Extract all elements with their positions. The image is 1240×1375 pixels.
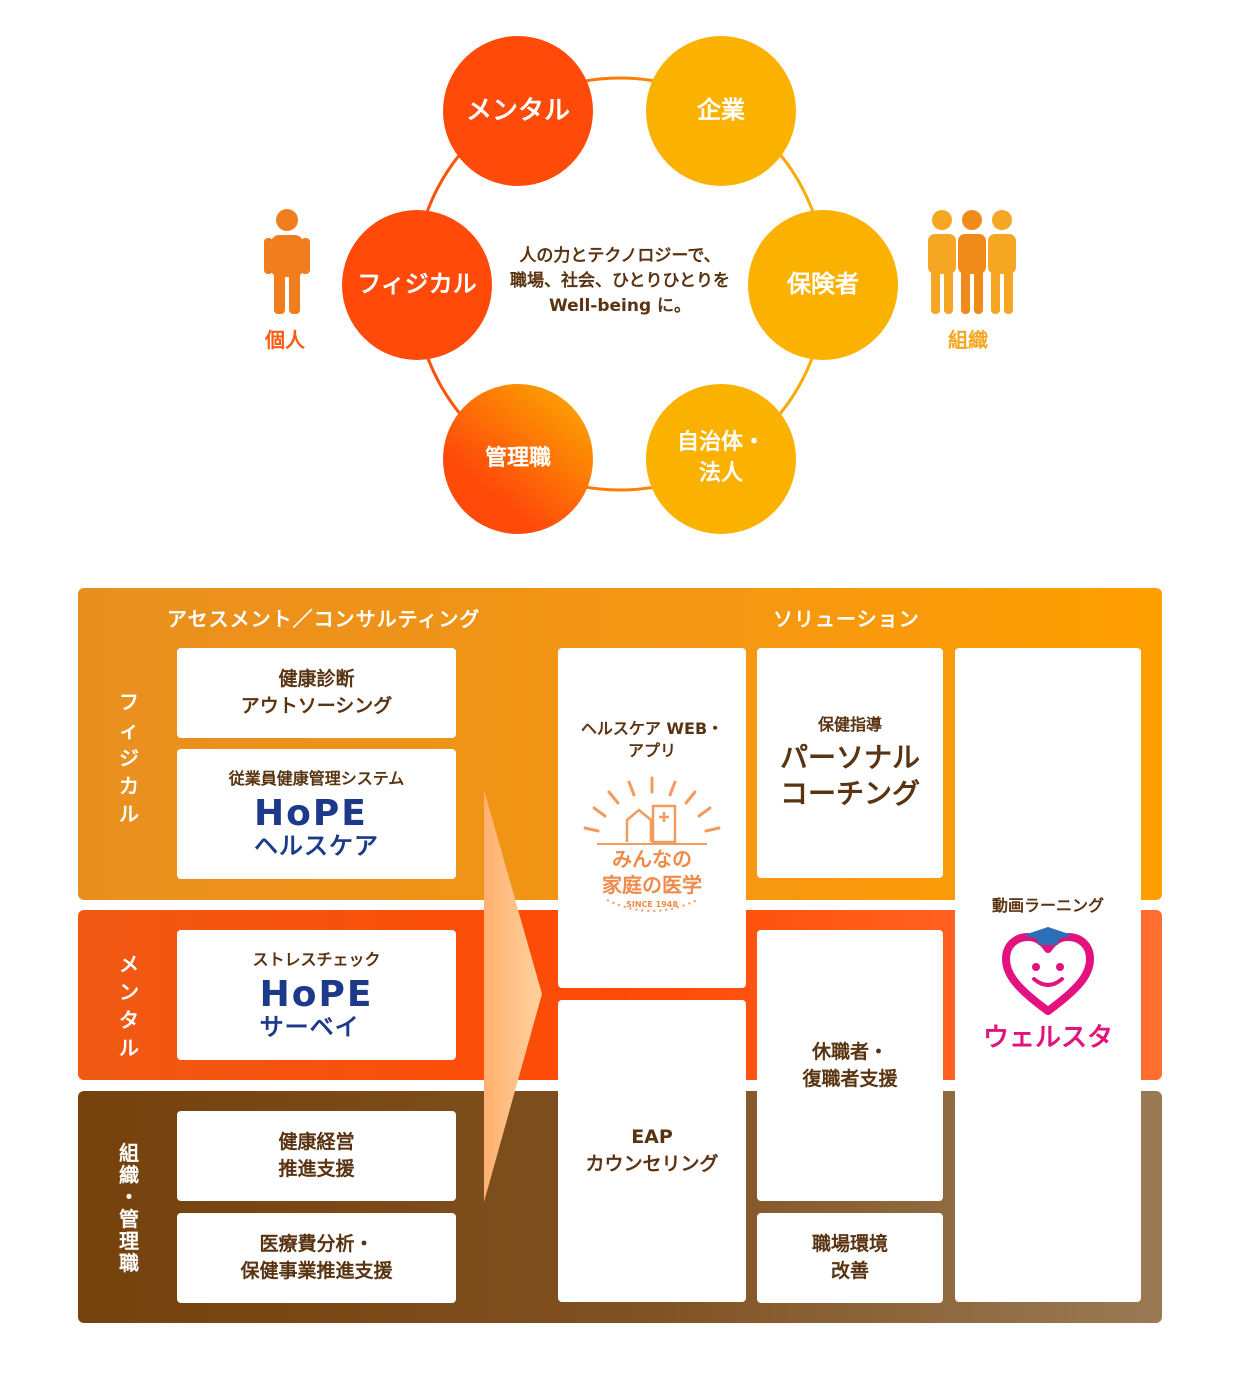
box-medical-cost[interactable]: 医療費分析・ 保健事業推進支援: [177, 1213, 456, 1303]
health-check-text: 健康診断 アウトソーシング: [240, 668, 393, 717]
hope-system-caption: 従業員健康管理システム: [228, 769, 405, 788]
box-health-check[interactable]: 健康診断 アウトソーシング: [177, 648, 456, 738]
box-health-management[interactable]: 健康経営 推進支援: [177, 1111, 456, 1201]
hope-logo-text: HoPE: [254, 793, 368, 834]
tagline: 人の力とテクノロジーで、 職場、社会、ひとりひとりを Well-being に。: [510, 246, 730, 316]
box-video-learning[interactable]: 動画ラーニング ウェルスタ: [955, 648, 1141, 1302]
box-leave-support[interactable]: 休職者・ 復職者支援: [757, 930, 943, 1201]
person-icon: [264, 209, 310, 314]
row-label-mental: メンタル: [119, 952, 139, 1060]
circle-mental: メンタル: [443, 36, 593, 186]
hope-healthcare-text: ヘルスケア: [254, 832, 379, 860]
personal-coaching-text: パーソナル コーチング: [779, 741, 920, 810]
hope-survey-logo: HoPE サーベイ: [259, 974, 374, 1042]
minna-logo: みんなの 家庭の医学 SINCE 1948: [577, 772, 727, 922]
wellsta-heart-icon: [1002, 927, 1094, 1015]
circle-physical: フィジカル: [342, 210, 492, 360]
circle-municipality: 自治体・ 法人: [646, 384, 796, 534]
medical-cost-text: 医療費分析・ 保健事業推進支援: [240, 1233, 393, 1282]
box-workplace[interactable]: 職場環境 改善: [757, 1213, 943, 1303]
circle-manager: 管理職: [443, 384, 593, 534]
guidance-caption: 保健指導: [817, 715, 882, 734]
web-app-caption: ヘルスケア WEB・ アプリ: [580, 719, 724, 760]
minna-logo-text: みんなの 家庭の医学: [602, 847, 702, 897]
box-web-app[interactable]: ヘルスケア WEB・ アプリ: [558, 648, 746, 988]
header-solution: ソリューション: [773, 607, 920, 631]
group-icon: [928, 210, 1016, 314]
hope-logo-text-2: HoPE: [259, 974, 374, 1015]
circle-company-label: 企業: [697, 96, 745, 125]
circle-mental-label: メンタル: [465, 95, 570, 126]
box-personal-coaching[interactable]: 保健指導 パーソナル コーチング: [757, 648, 943, 878]
row-label-physical: フィジカル: [119, 690, 139, 826]
individual-label: 個人: [265, 328, 305, 352]
circle-company: 企業: [646, 36, 796, 186]
stress-caption: ストレスチェック: [252, 950, 381, 969]
wellsta-logo-text: ウェルスタ: [982, 1023, 1113, 1053]
circle-insurer: 保険者: [748, 210, 898, 360]
circle-physical-label: フィジカル: [357, 270, 477, 299]
box-eap[interactable]: EAP カウンセリング: [558, 1000, 746, 1302]
box-hope-healthcare[interactable]: 従業員健康管理システム HoPE ヘルスケア: [177, 749, 456, 879]
minna-since: SINCE 1948: [626, 900, 678, 909]
organization-label: 組織: [948, 328, 988, 352]
header-assessment: アセスメント／コンサルティング: [167, 607, 481, 631]
circle-insurer-label: 保険者: [787, 270, 859, 299]
sunburst-icon: [583, 776, 721, 912]
circle-municipality-label: 自治体・ 法人: [676, 430, 765, 486]
health-mgmt-text: 健康経営 推進支援: [278, 1131, 355, 1180]
hope-survey-text: サーベイ: [259, 1013, 360, 1041]
leave-support-text: 休職者・ 復職者支援: [802, 1040, 898, 1090]
row-label-organization: 組 織 ・ 管 理 職: [119, 1141, 139, 1275]
circle-manager-label: 管理職: [484, 445, 551, 471]
hope-healthcare-logo: HoPE ヘルスケア: [254, 793, 379, 861]
box-stress-check[interactable]: ストレスチェック HoPE サーベイ: [177, 930, 456, 1060]
eap-text: EAP カウンセリング: [585, 1126, 719, 1175]
video-learning-caption: 動画ラーニング: [991, 896, 1104, 915]
workplace-text: 職場環境 改善: [811, 1233, 888, 1282]
arrow-shape: [484, 790, 542, 1202]
